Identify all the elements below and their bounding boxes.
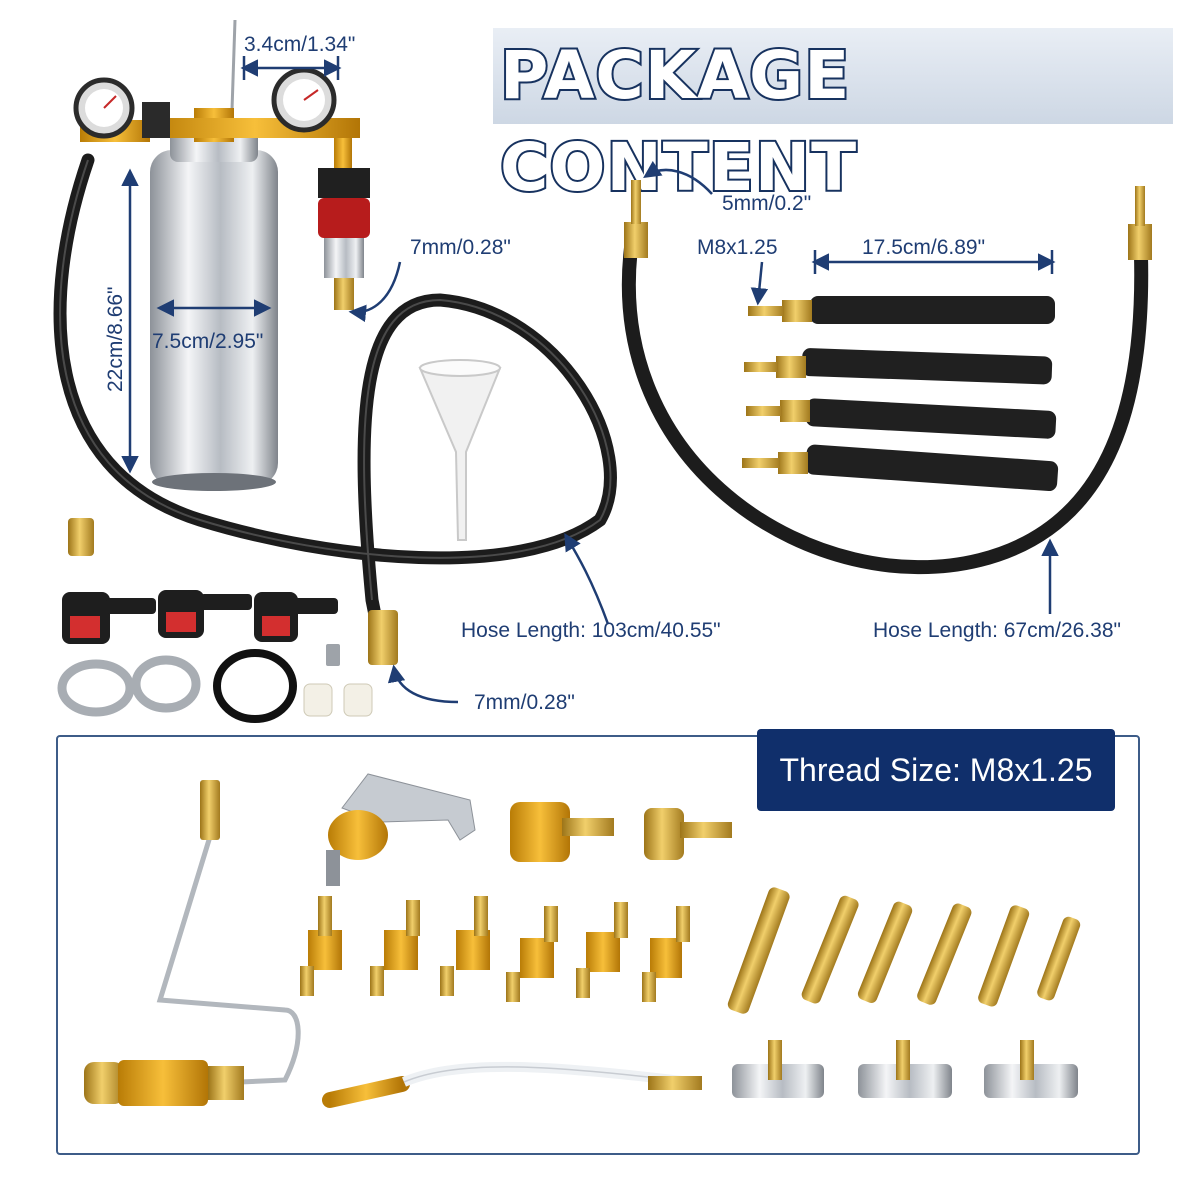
medium-hose-length-label: Hose Length: 67cm/26.38" (873, 619, 1121, 642)
banner-background (493, 28, 1173, 124)
small-parts (57, 590, 373, 723)
bottle-height-label: 22cm/8.66" (104, 286, 127, 392)
banner-title: PACKAGE CONTENT (498, 35, 858, 208)
thread-panel (56, 735, 1140, 1155)
bottle-diameter-label: 7.5cm/2.95" (152, 330, 264, 353)
medium-hose (621, 180, 1152, 575)
long-hose-end-label: 7mm/0.28" (474, 691, 575, 714)
hose-tip-label: 5mm/0.2" (722, 192, 812, 215)
thread-size-badge: Thread Size: M8x1.25 (757, 729, 1115, 811)
funnel (418, 359, 502, 541)
dimension-arrows (121, 56, 1059, 704)
short-hoses (742, 296, 1059, 492)
gauge-spacing-label: 3.4cm/1.34" (244, 33, 356, 56)
cleaner-tank (68, 19, 370, 556)
long-hose (53, 153, 617, 647)
adapter-fittings (84, 773, 1081, 1108)
short-hose-thread-label: M8x1.25 (697, 236, 778, 259)
regulator-outlet-label: 7mm/0.28" (410, 236, 511, 259)
long-hose-end-fitting (368, 610, 398, 665)
long-hose-length-label: Hose Length: 103cm/40.55" (461, 619, 721, 642)
short-hose-length-label: 17.5cm/6.89" (862, 236, 986, 259)
